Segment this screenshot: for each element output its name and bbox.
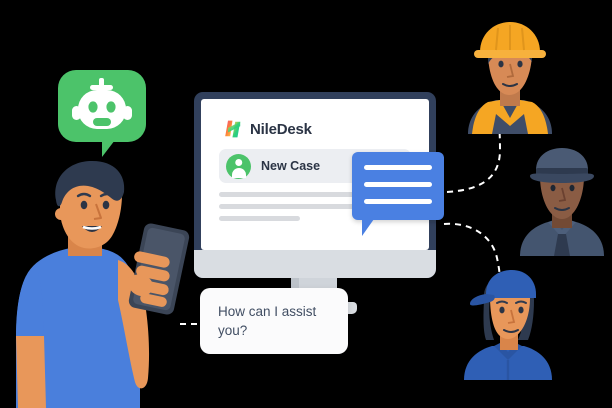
officer-nose (558, 187, 567, 202)
person-hair (55, 160, 125, 207)
person-arm-left (16, 336, 46, 408)
placeholder-line-1 (219, 192, 392, 197)
worker-eye-left (498, 60, 504, 68)
worker-mouth (502, 83, 518, 87)
user-circle-icon (226, 153, 251, 179)
officer-mouth (554, 207, 570, 211)
chat-bubble-icon (352, 152, 444, 236)
person-shirt (16, 246, 140, 408)
person-thumb (127, 274, 153, 296)
chat-bubble-line-2 (364, 182, 432, 187)
field-technician-avatar (464, 270, 552, 380)
chat-bubble-tail (362, 219, 374, 236)
security-officer-avatar (520, 148, 604, 256)
assistant-caption-card: How can I assist you? (200, 288, 348, 354)
new-case-label: New Case (261, 159, 321, 173)
placeholder-line-2 (219, 204, 392, 209)
tech-eye-left (499, 306, 505, 314)
worker-safety-vest (472, 100, 548, 134)
tech-brow-left (496, 300, 508, 304)
worker-nose (506, 63, 515, 78)
bot-bubble-tail (102, 140, 121, 157)
monitor-chin (194, 250, 436, 278)
person-teeth (82, 225, 102, 230)
officer-eye-right (569, 184, 575, 192)
tech-cap-visor (470, 294, 495, 306)
tech-cap-crown (486, 270, 536, 298)
officer-cap-crown (536, 148, 588, 172)
app-brand-name: NileDesk (250, 120, 312, 138)
construction-worker-avatar (468, 22, 552, 134)
robot-chat-bubble (58, 70, 146, 157)
tech-brow-right (515, 300, 527, 304)
person-brow-left (76, 192, 92, 198)
person-eye-left (80, 200, 88, 210)
app-brand: NileDesk (223, 119, 429, 139)
hard-hat-ridges (495, 25, 525, 51)
tech-eye-right (518, 306, 524, 314)
man-with-smartphone-illustration (16, 160, 190, 408)
officer-eye-left (550, 184, 556, 192)
assistant-caption-text: How can I assist you? (218, 304, 317, 338)
officer-tie (554, 234, 570, 256)
content-placeholder-lines (219, 192, 411, 221)
officer-cap-visor (530, 173, 594, 183)
placeholder-line-3 (219, 216, 300, 221)
tech-mouth (503, 329, 519, 333)
person-brow-right (99, 192, 115, 198)
chat-bubble-line-3 (364, 199, 432, 204)
person-ear (55, 208, 67, 220)
niledesk-logo-icon (225, 120, 241, 138)
worker-eye-right (517, 60, 523, 68)
hard-hat-brim (474, 50, 546, 58)
person-sleeve-left (16, 272, 44, 336)
person-eye-right (102, 200, 110, 210)
robot-icon (72, 78, 132, 129)
tech-nose (507, 309, 516, 324)
chat-bubble-line-1 (364, 165, 432, 170)
person-nose (93, 203, 102, 220)
